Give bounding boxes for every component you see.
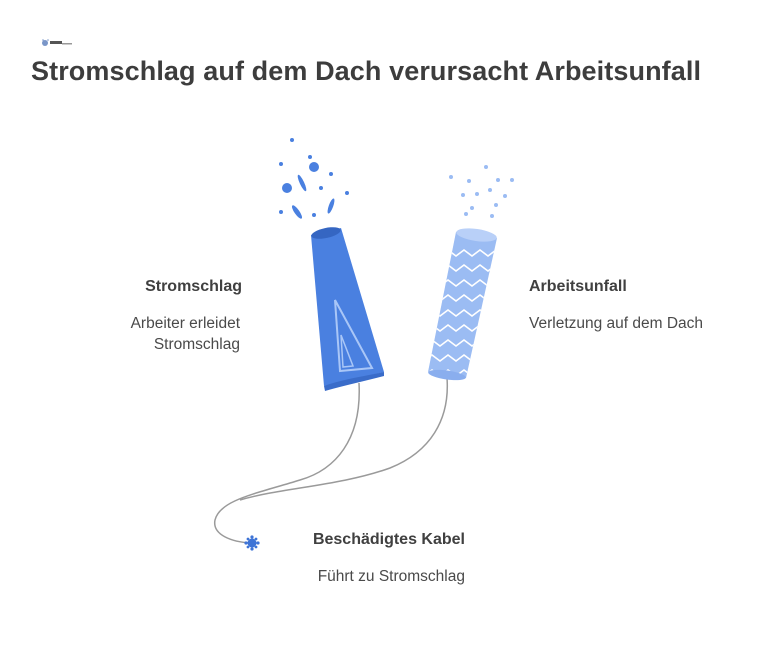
item-title-stromschlag: Stromschlag xyxy=(145,278,242,295)
cable-left xyxy=(214,382,360,544)
cone-stromschlag xyxy=(311,227,384,391)
danger-triangle-icon xyxy=(334,299,374,373)
cable-right xyxy=(239,377,449,501)
logo-icon xyxy=(42,39,72,46)
page-title: Stromschlag auf dem Dach verursacht Arbe… xyxy=(31,56,702,86)
confetti-right xyxy=(449,165,514,218)
confetti-left xyxy=(279,138,349,219)
spark-icon xyxy=(244,535,260,551)
item-description-stromschlag: Arbeiter erleidet Stromschlag xyxy=(130,315,240,353)
item-title-kabel: Beschädigtes Kabel xyxy=(312,531,465,548)
cylinder-arbeitsunfall xyxy=(428,228,497,381)
item-title-arbeitsunfall: Arbeitsunfall xyxy=(529,278,627,295)
item-description-arbeitsunfall: Verletzung auf dem Dach xyxy=(529,315,704,332)
item-description-kabel: Führt zu Stromschlag xyxy=(317,568,465,585)
